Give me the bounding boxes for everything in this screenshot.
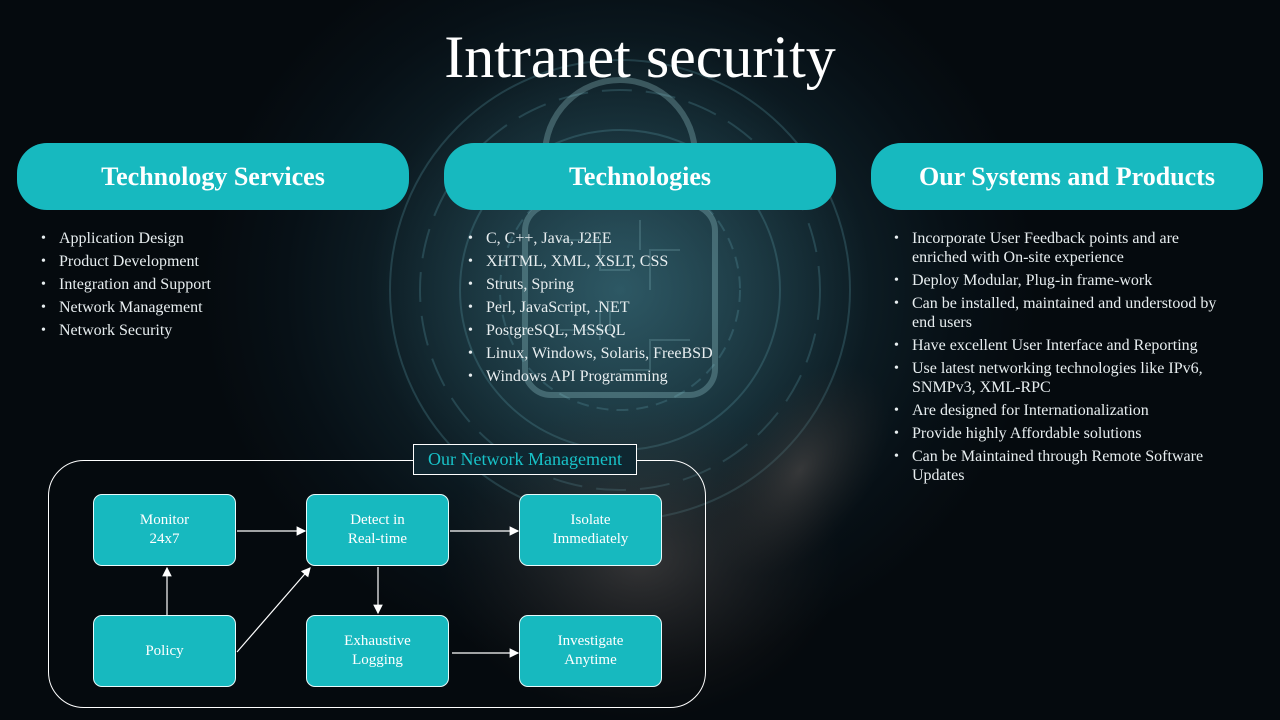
list-item: Struts, Spring: [468, 275, 838, 294]
list-item: Have excellent User Interface and Report…: [894, 336, 1234, 355]
list-item: PostgreSQL, MSSQL: [468, 321, 838, 340]
list-item: Network Management: [41, 298, 401, 317]
list-item: Application Design: [41, 229, 401, 248]
investigate-node: Investigate Anytime: [519, 615, 662, 687]
list-item: Linux, Windows, Solaris, FreeBSD: [468, 344, 838, 363]
page-title: Intranet security: [444, 24, 836, 90]
list-item: Windows API Programming: [468, 367, 838, 386]
list-item: Can be Maintained through Remote Softwar…: [894, 447, 1234, 485]
logging-node: Exhaustive Logging: [306, 615, 449, 687]
isolate-node: Isolate Immediately: [519, 494, 662, 566]
technology-services-heading: Technology Services: [17, 143, 409, 210]
list-item: Are designed for Internationalization: [894, 401, 1234, 420]
list-item: Perl, JavaScript, .NET: [468, 298, 838, 317]
network-management-frame: [48, 460, 706, 708]
list-item: C, C++, Java, J2EE: [468, 229, 838, 248]
policy-node: Policy: [93, 615, 236, 687]
list-item: Product Development: [41, 252, 401, 271]
list-item: Network Security: [41, 321, 401, 340]
technologies-list: C, C++, Java, J2EE XHTML, XML, XSLT, CSS…: [468, 229, 838, 390]
detect-node: Detect in Real-time: [306, 494, 449, 566]
list-item: Provide highly Affordable solutions: [894, 424, 1234, 443]
list-item: Can be installed, maintained and underst…: [894, 294, 1234, 332]
list-item: Deploy Modular, Plug-in frame-work: [894, 271, 1234, 290]
network-management-label: Our Network Management: [413, 444, 637, 475]
technologies-heading: Technologies: [444, 143, 836, 210]
list-item: Use latest networking technologies like …: [894, 359, 1234, 397]
list-item: XHTML, XML, XSLT, CSS: [468, 252, 838, 271]
list-item: Incorporate User Feedback points and are…: [894, 229, 1234, 267]
list-item: Integration and Support: [41, 275, 401, 294]
systems-products-heading: Our Systems and Products: [871, 143, 1263, 210]
systems-products-list: Incorporate User Feedback points and are…: [894, 229, 1234, 489]
technology-services-list: Application Design Product Development I…: [41, 229, 401, 344]
monitor-node: Monitor 24x7: [93, 494, 236, 566]
